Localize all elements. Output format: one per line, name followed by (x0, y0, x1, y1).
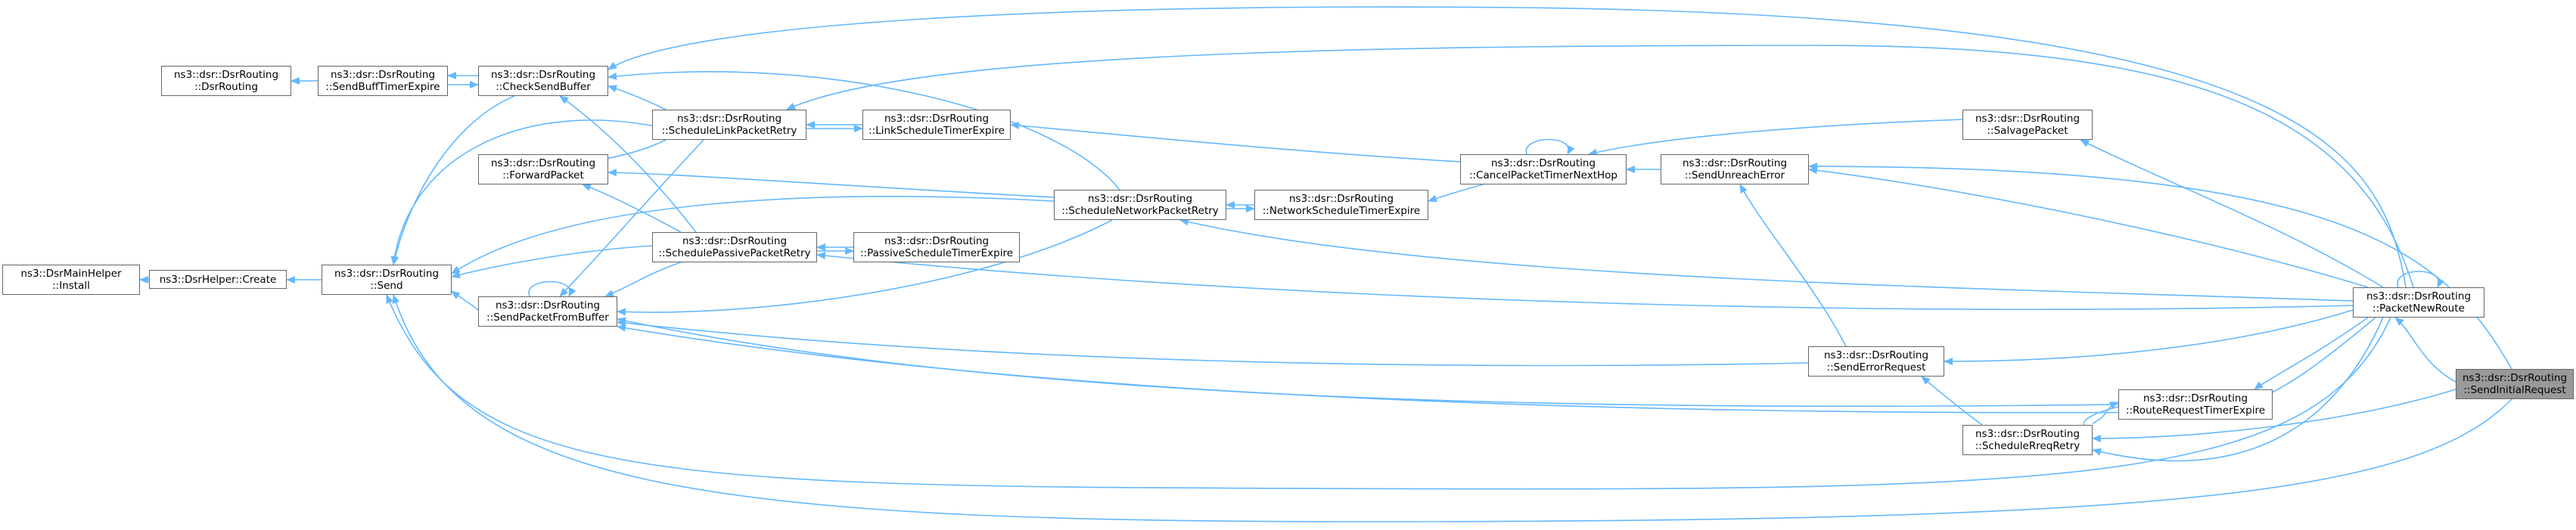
edge-schedlinkretry-to-checksendbuffer (607, 85, 667, 110)
node-send[interactable]: ns3::dsr::DsrRouting ::Send (322, 265, 452, 295)
edge-schednetretry-to-send (451, 196, 1055, 274)
node-linkschedtimer[interactable]: ns3::dsr::DsrRouting ::LinkScheduleTimer… (862, 110, 1011, 140)
node-schedlinkretry[interactable]: ns3::dsr::DsrRouting ::ScheduleLinkPacke… (652, 110, 806, 140)
node-install[interactable]: ns3::DsrMainHelper ::Install (2, 265, 140, 295)
node-checksendbuffer[interactable]: ns3::dsr::DsrRouting ::CheckSendBuffer (478, 66, 608, 96)
edge-schedreqretry-to-senderror (1921, 376, 1983, 426)
edge-senderror-to-sendpktfrombuffer (617, 319, 1809, 367)
edge-schednetretry-to-checksendbuffer (607, 71, 1120, 191)
edge-packetnewroute-to-schedpassiveretry (816, 252, 2354, 311)
edge-schednetretry-to-forwardpacket (607, 169, 1055, 198)
edge-packetnewroute-to-checksendbuffer (607, 6, 2407, 288)
edge-packetnewroute-to-schednetretry (1179, 218, 2354, 302)
edge-sendpktfrombuffer-self (528, 280, 576, 297)
edge-packetnewroute-self (2397, 271, 2445, 288)
edge-routereqtimer-to-sendpktfrombuffer (617, 317, 2119, 408)
node-sendunreach[interactable]: ns3::dsr::DsrRouting ::SendUnreachError (1661, 154, 1809, 184)
edge-sendinitial-to-sendunreach (1808, 163, 2512, 370)
edge-schedlinkretry-to-sendpktfrombuffer (559, 139, 704, 297)
edge-packetnewroute-to-send (386, 294, 2391, 490)
edge-packetnewroute-to-schedlinkretry (786, 45, 2414, 288)
edge-packetnewroute-to-salvage (2080, 139, 2384, 288)
edge-schedlinkretry-to-send (390, 119, 667, 265)
edge-schedpassiveretry-to-sendpktfrombuffer (604, 262, 682, 297)
node-packetnewroute[interactable]: ns3::dsr::DsrRouting ::PacketNewRoute (2353, 287, 2484, 318)
node-passiveschedtimer[interactable]: ns3::dsr::DsrRouting ::PassiveScheduleTi… (853, 232, 1020, 262)
edge-packetnewroute-to-senderror (1944, 309, 2354, 365)
node-forwardpacket[interactable]: ns3::dsr::DsrRouting ::ForwardPacket (478, 154, 608, 184)
node-routereqtimer[interactable]: ns3::dsr::DsrRouting ::RouteRequestTimer… (2118, 389, 2273, 420)
edge-cancelpkttimer-to-linkschedtimer (1010, 122, 1461, 163)
node-netschedtimer[interactable]: ns3::dsr::DsrRouting ::NetworkScheduleTi… (1254, 190, 1428, 220)
node-schednetretry[interactable]: ns3::dsr::DsrRouting ::ScheduleNetworkPa… (1054, 190, 1226, 220)
node-create[interactable]: ns3::DsrHelper::Create (149, 270, 287, 289)
node-sendbufftimer[interactable]: ns3::dsr::DsrRouting ::SendBuffTimerExpi… (318, 66, 448, 96)
edge-sendpktfrombuffer-to-send (451, 290, 479, 311)
edge-sendinitial-to-send (392, 294, 2512, 522)
edge-senderror-to-sendunreach (1739, 184, 1847, 347)
edge-cancelpkttimer-self (1525, 138, 1575, 155)
node-sendinitial[interactable]: ns3::dsr::DsrRouting ::SendInitialReques… (2456, 369, 2574, 399)
edge-schednetretry-to-sendpktfrombuffer (617, 219, 1113, 316)
edge-schedreqretry-to-routereqtimer (2092, 401, 2119, 424)
node-salvage[interactable]: ns3::dsr::DsrRouting ::SalvagePacket (1962, 110, 2093, 140)
node-dsrrouting[interactable]: ns3::dsr::DsrRouting ::DsrRouting (161, 66, 291, 96)
edge-packetnewroute-to-schedreqretry (2092, 317, 2384, 462)
edge-cancelpkttimer-to-netschedtimer (1428, 184, 1484, 203)
node-schedpassiveretry[interactable]: ns3::dsr::DsrRouting ::SchedulePassivePa… (652, 232, 817, 262)
node-schedreqretry[interactable]: ns3::dsr::DsrRouting ::ScheduleRreqRetry (1962, 425, 2093, 455)
node-cancelpkttimer[interactable]: ns3::dsr::DsrRouting ::CancelPacketTimer… (1460, 154, 1627, 184)
node-senderror[interactable]: ns3::dsr::DsrRouting ::SendErrorRequest (1808, 346, 1944, 377)
edge-checksendbuffer-to-send (391, 95, 515, 265)
edge-packetnewroute-to-routereqtimer (2254, 317, 2369, 390)
edge-schedpassiveretry-to-checksendbuffer (559, 95, 697, 233)
edge-salvage-to-cancelpkttimer (1588, 119, 1963, 157)
edge-packetnewroute-to-sendunreach (1808, 166, 2369, 288)
node-sendpktfrombuffer[interactable]: ns3::dsr::DsrRouting ::SendPacketFromBuf… (478, 296, 617, 327)
edge-schedpassiveretry-to-forwardpacket (582, 184, 682, 233)
edge-sendinitial-to-packetnewroute (2394, 317, 2456, 383)
edge-schedpassiveretry-to-send (451, 245, 653, 279)
edge-sendinitial-to-schedreqretry (2092, 389, 2456, 442)
